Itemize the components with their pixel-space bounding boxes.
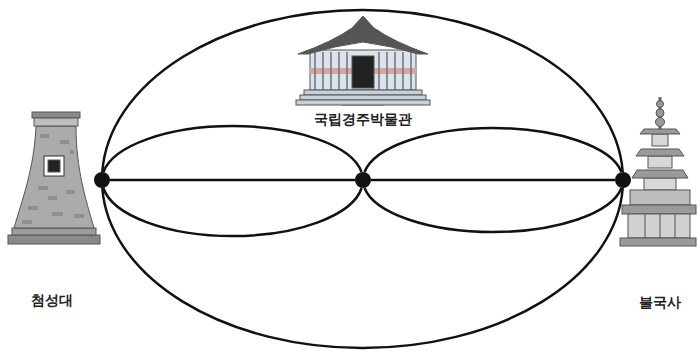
landmark-node: 불국사 <box>615 172 631 188</box>
cheomseongdae-illustration-part-part <box>52 212 63 216</box>
museum-illustration-part <box>304 90 422 95</box>
museum-illustration-part <box>352 56 374 88</box>
museum-illustration-part-part <box>322 52 324 90</box>
cheomseongdae-illustration-part-part <box>22 220 32 224</box>
museum-illustration-part <box>298 16 428 54</box>
pagoda-illustration-part <box>640 129 680 134</box>
museum-illustration-part-part <box>330 52 332 90</box>
museum-illustration-part <box>310 50 416 90</box>
museum-illustration-part <box>300 95 426 100</box>
route-line <box>365 188 622 232</box>
museum-illustration-part <box>296 100 430 105</box>
pagoda-illustration-part <box>652 134 668 146</box>
museum-illustration-part-part <box>386 52 388 90</box>
landmark-node: 국립경주박물관 <box>355 172 371 188</box>
landmark-node: 첨성대 <box>94 172 110 188</box>
museum-illustration-part-part <box>346 52 348 90</box>
cheomseongdae-illustration-part <box>14 126 94 228</box>
museum-illustration-part-part <box>314 52 316 90</box>
pagoda-illustration-part <box>622 205 696 214</box>
cheomseongdae-illustration-part <box>8 235 100 244</box>
cheomseongdae-illustration-part <box>44 156 64 176</box>
pagoda-illustration-part <box>675 214 676 238</box>
museum-illustration-part-part <box>394 52 396 90</box>
cheomseongdae-illustration <box>8 112 100 244</box>
cheomseongdae-illustration-part <box>48 160 60 172</box>
cheomseongdae-illustration-part <box>34 118 78 126</box>
pagoda-illustration-part <box>644 178 676 190</box>
route-line <box>103 188 361 236</box>
cheomseongdae-illustration-part-part <box>40 134 49 138</box>
route-line <box>110 179 355 182</box>
pagoda-illustration-part <box>657 101 664 108</box>
pagoda-illustration-part <box>645 214 646 238</box>
pagoda-illustration-part <box>648 156 672 168</box>
pagoda-illustration-part <box>656 109 664 117</box>
pagoda-illustration-part <box>632 170 688 178</box>
place-label: 국립경주박물관 <box>312 111 414 128</box>
museum-illustration <box>296 16 430 105</box>
place-label: 불국사 <box>637 294 683 311</box>
museum-illustration-part-part <box>410 52 412 90</box>
pagoda-illustration-part <box>656 118 665 127</box>
route-line <box>365 128 622 172</box>
cheomseongdae-illustration-part-part <box>66 190 75 194</box>
cheomseongdae-illustration-part <box>12 228 96 235</box>
museum-illustration-part-part <box>338 52 340 90</box>
pagoda-illustration <box>620 97 696 246</box>
cheomseongdae-illustration-part-part <box>38 186 48 190</box>
pagoda-illustration-part <box>636 149 684 156</box>
route-line <box>102 10 622 172</box>
cheomseongdae-illustration-part-part <box>28 206 38 210</box>
cheomseongdae-illustration-part-part <box>74 214 84 218</box>
museum-illustration-part-part <box>402 52 404 90</box>
pagoda-illustration-part <box>620 238 696 246</box>
cheomseongdae-illustration-part-part <box>48 196 57 200</box>
pagoda-illustration-part <box>660 214 661 238</box>
museum-illustration-part <box>315 52 411 90</box>
route-line <box>102 188 622 348</box>
place-label: 첨성대 <box>29 292 75 309</box>
cheomseongdae-illustration-part <box>22 134 84 224</box>
cheomseongdae-illustration-part <box>32 112 80 118</box>
route-line <box>371 179 615 182</box>
museum-illustration-part-part <box>378 52 380 90</box>
cheomseongdae-illustration-part-part <box>60 140 69 144</box>
route-line <box>103 126 361 172</box>
cheomseongdae-illustration-part-part <box>70 150 74 154</box>
pagoda-illustration-part <box>630 190 690 205</box>
pagoda-illustration-part <box>628 214 690 238</box>
